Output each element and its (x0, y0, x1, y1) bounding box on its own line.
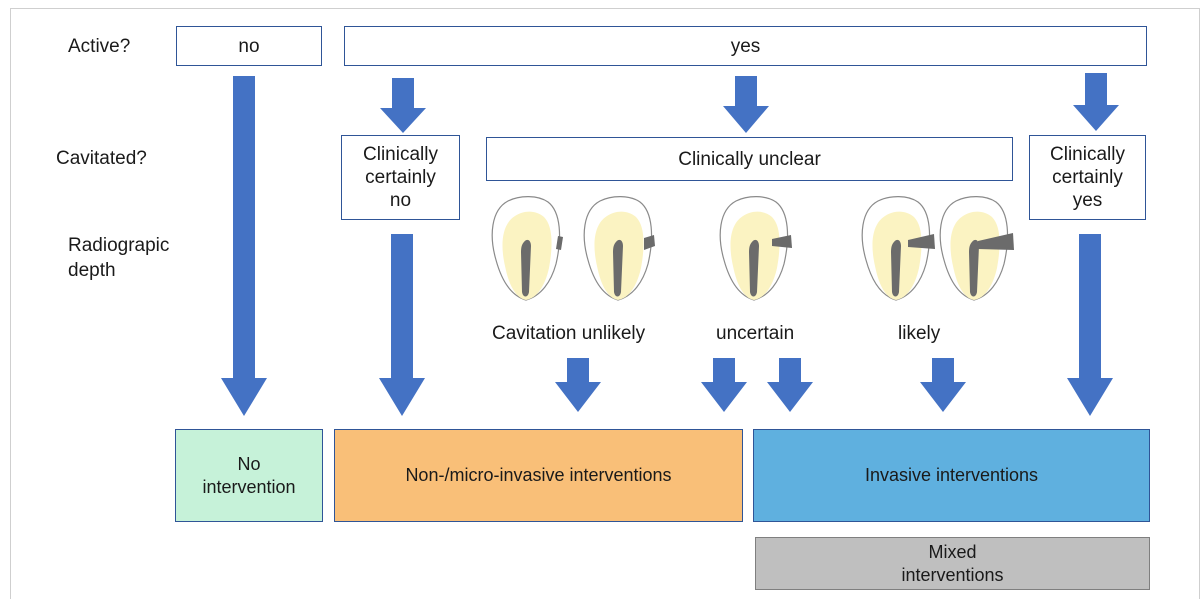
clinically-certainly-yes-box: Clinically certainly yes (1029, 135, 1146, 220)
invasive-interventions-box: Invasive interventions (753, 429, 1150, 522)
active-no-box: no (176, 26, 322, 66)
radiographic-depth-row-label: Radiograpic depth (68, 235, 170, 281)
arrow-uncertain-to-non-micro (701, 358, 747, 412)
caption-cavitation-unlikely: Cavitation unlikely (492, 323, 646, 344)
clinically-certainly-no-box: Clinically certainly no (341, 135, 460, 220)
active-yes-box: yes (344, 26, 1147, 66)
clinically-unclear-box: Clinically unclear (486, 137, 1013, 181)
active-row-label: Active? (68, 36, 131, 57)
arrow-yes-to-certainly-yes (1073, 73, 1119, 131)
arrow-unlikely-to-non-micro (555, 358, 601, 412)
figure-frame (10, 8, 1200, 599)
arrow-uncertain-to-invasive (767, 358, 813, 412)
arrow-certainly-no-to-non-micro (379, 234, 425, 416)
tooth-illustration-dentin-middle-third (856, 194, 946, 304)
caption-likely: likely (898, 323, 941, 344)
arrow-no-to-no-intervention (221, 76, 267, 416)
arrow-yes-to-certainly-no (380, 78, 426, 133)
no-intervention-box: No intervention (175, 429, 323, 522)
caption-uncertain: uncertain (716, 323, 795, 344)
cavitated-row-label: Cavitated? (56, 148, 147, 169)
arrow-certainly-yes-to-invasive (1067, 234, 1113, 416)
tooth-illustration-dentin-outer-third (714, 194, 804, 304)
tooth-illustration-dentin-inner-third (934, 194, 1024, 304)
non-micro-invasive-interventions-box: Non-/micro-invasive interventions (334, 429, 743, 522)
arrow-yes-to-unclear (723, 76, 769, 133)
tooth-illustration-enamel-outer-half (486, 194, 576, 304)
tooth-illustration-enamel-inner-half (578, 194, 668, 304)
mixed-interventions-box: Mixed interventions (755, 537, 1150, 590)
arrow-likely-to-invasive (920, 358, 966, 412)
